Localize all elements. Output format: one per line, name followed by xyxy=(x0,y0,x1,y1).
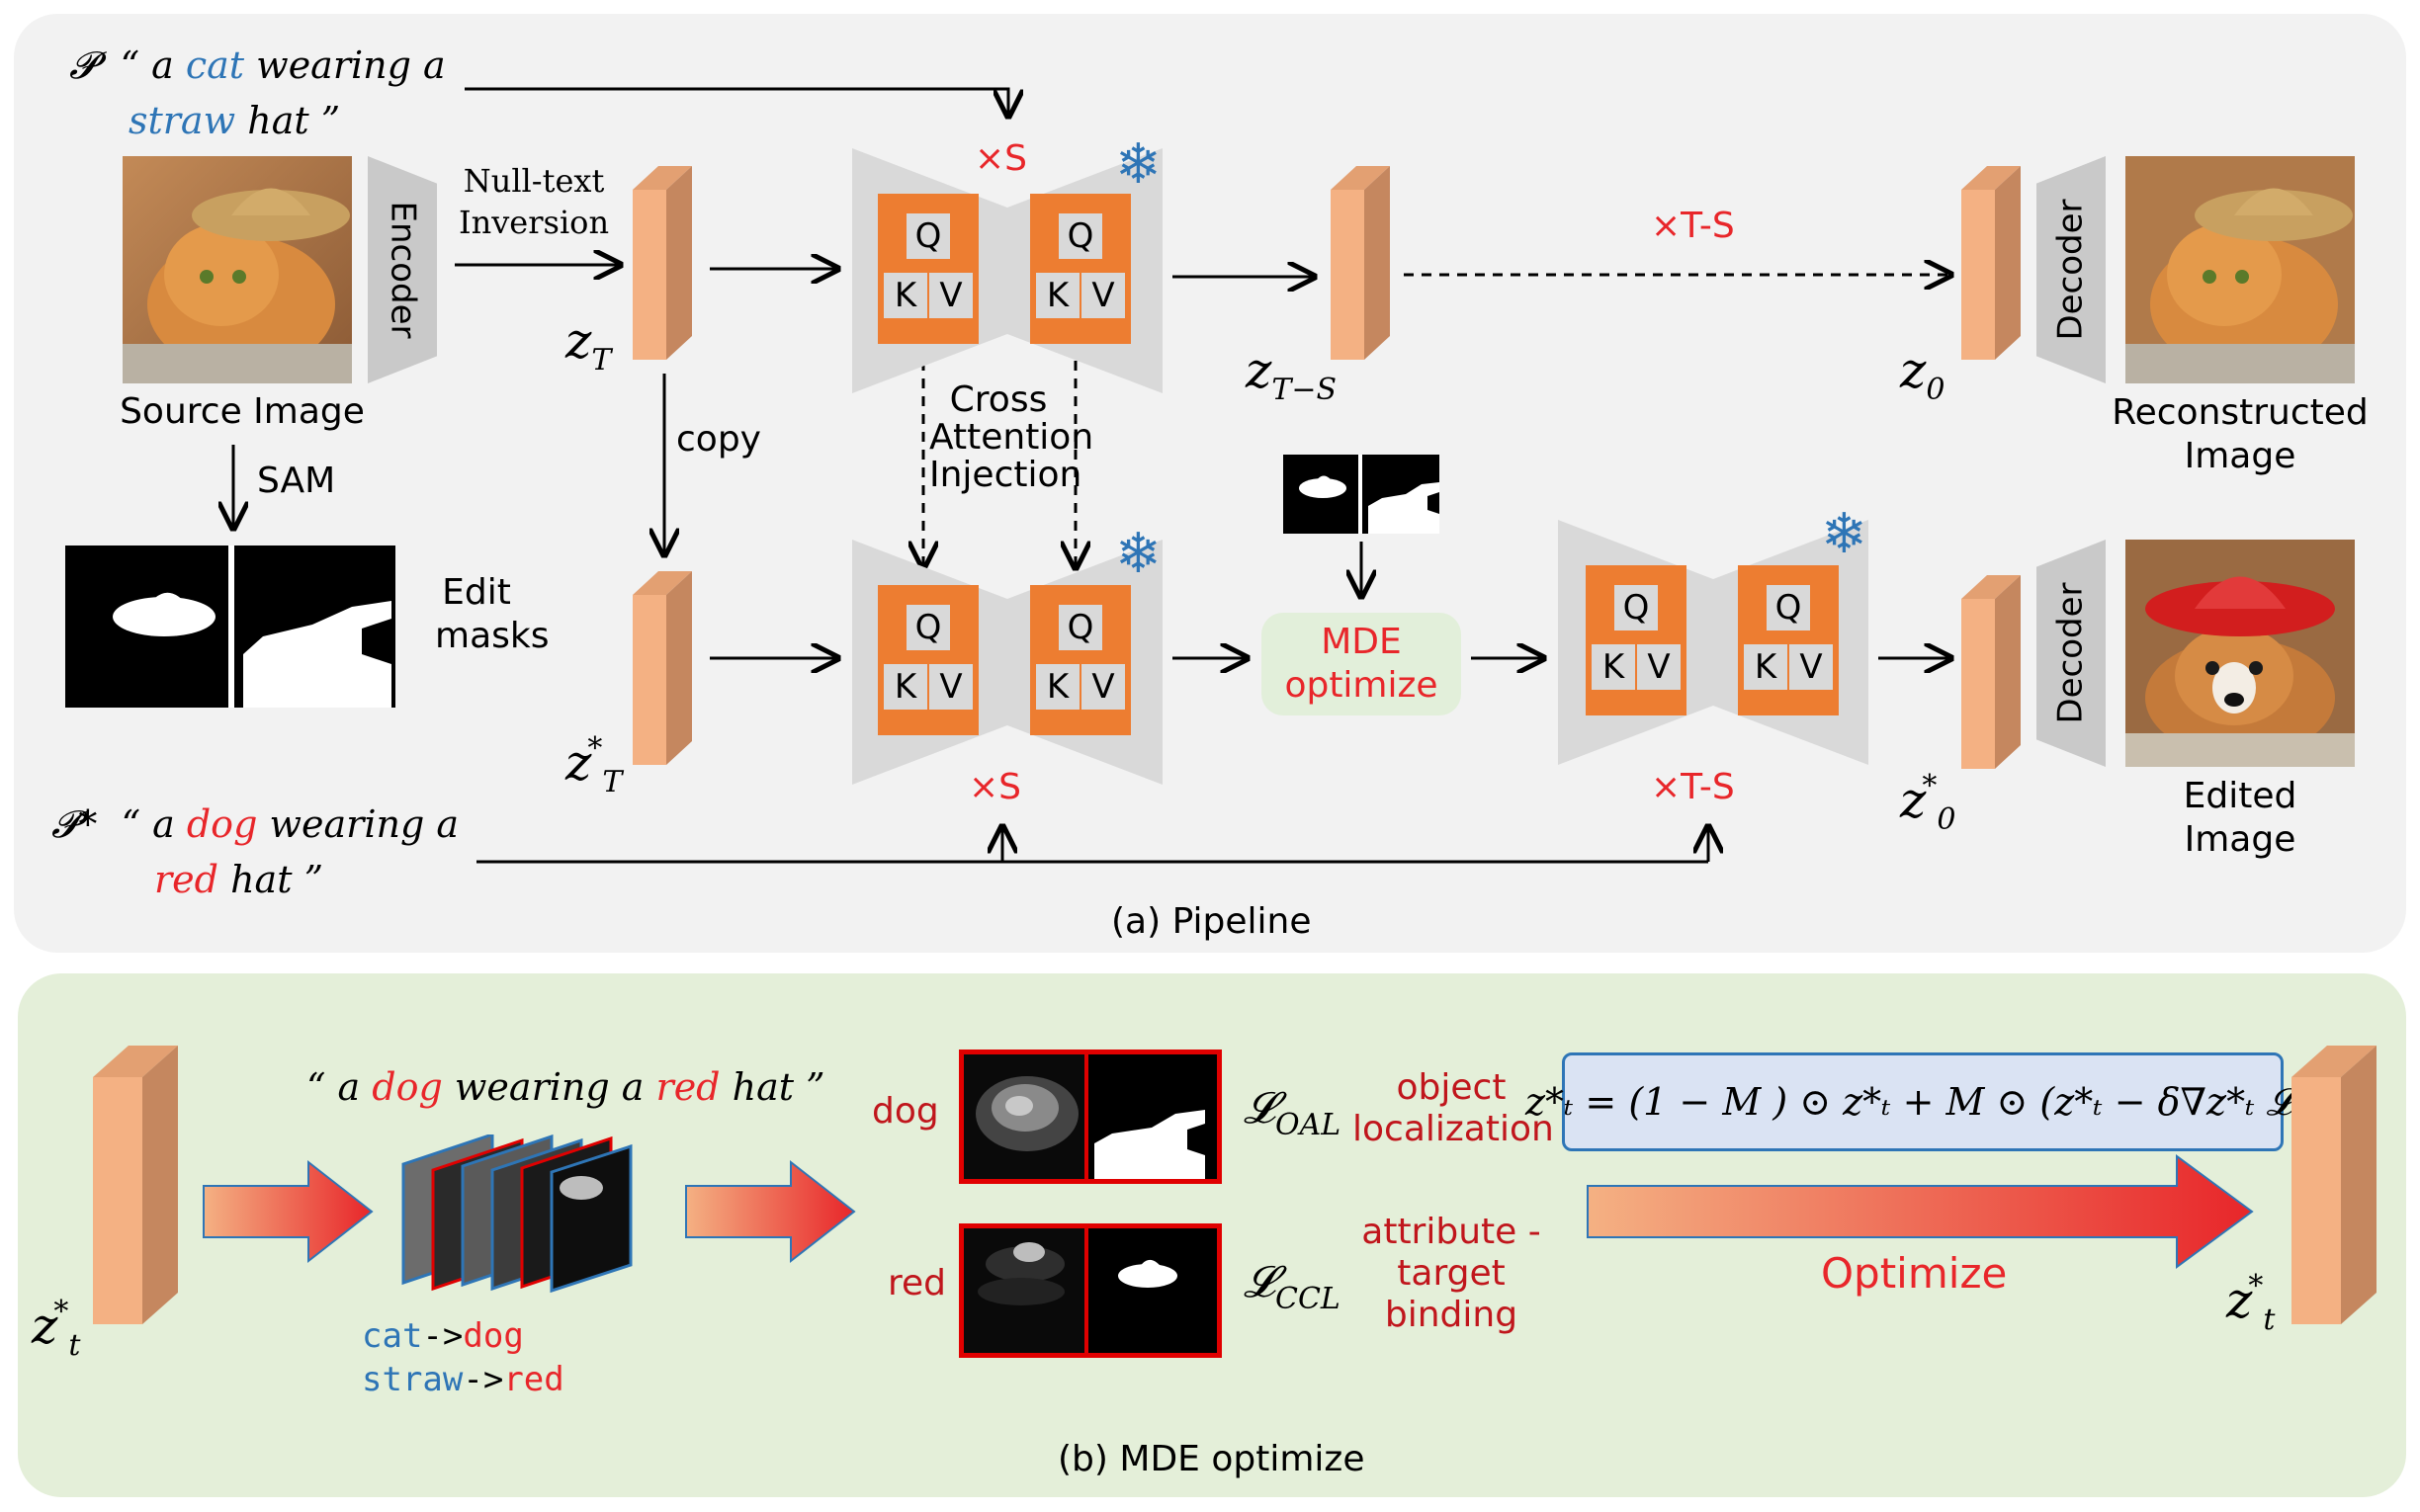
prompt-arrow xyxy=(465,87,1008,117)
mde-input-masks xyxy=(1283,455,1439,534)
edit-masks-label: Edit masks xyxy=(435,572,550,656)
edited-image-label: Edited Image xyxy=(2183,776,2297,860)
latent-zt-star-right-label: z*t xyxy=(2226,1269,2276,1337)
unet-top-left-block: Q K V xyxy=(878,194,979,344)
latent-z0-star-label: z*0 xyxy=(1900,769,1956,837)
optimize-label: Optimize xyxy=(1821,1249,2008,1298)
source-image xyxy=(123,156,352,383)
objective-object-localization: object localization xyxy=(1352,1067,1554,1149)
heatmap-dog xyxy=(959,1050,1222,1184)
times-s-bottom: ×S xyxy=(969,767,1022,807)
reconstructed-image xyxy=(2125,156,2355,383)
source-image-label: Source Image xyxy=(120,391,365,432)
copy-label: copy xyxy=(676,419,761,460)
times-ts-top: ×T-S xyxy=(1651,206,1735,246)
frozen-snowflake-icon-2: ❄ xyxy=(1115,522,1162,586)
pipeline-caption: (a) Pipeline xyxy=(1111,901,1312,942)
encoder: Encoder xyxy=(368,156,437,383)
unet-bottom-left-block: Q K V xyxy=(878,585,979,735)
reconstructed-image-label: Reconstructed Image xyxy=(2112,392,2369,476)
edited-image xyxy=(2125,540,2355,767)
times-s-top: ×S xyxy=(975,138,1028,179)
heatmap-red xyxy=(959,1223,1222,1358)
latent-z0-label: z0 xyxy=(1900,342,1945,407)
update-equation: z*ₜ = (1 − M ) ⊙ z*ₜ + M ⊙ (z*ₜ − δ∇z*ₜ … xyxy=(1525,1052,2320,1151)
loss-ccl: 𝓛CCL xyxy=(1244,1257,1340,1316)
mde-optimize-caption: (b) MDE optimize xyxy=(1058,1439,1365,1479)
decoder-bottom: Decoder xyxy=(2036,540,2106,767)
target-prompt: 𝓟* “ a dog wearing a red hat ” xyxy=(51,802,460,901)
flow-arrow-1 xyxy=(203,1159,374,1264)
objective-attribute-target-binding: attribute - target binding xyxy=(1361,1212,1541,1335)
latent-zT-label: zT xyxy=(565,312,612,378)
attention-map-stack xyxy=(401,1134,633,1294)
sam-label: SAM xyxy=(257,461,336,501)
edit-masks xyxy=(65,546,395,708)
loss-oal: 𝓛OAL xyxy=(1244,1083,1341,1142)
null-text-inversion-label: Null-text Inversion xyxy=(458,162,610,241)
unet-third-left-block: Q K V xyxy=(1586,565,1686,715)
latent-zt-star-left xyxy=(93,1046,178,1324)
latent-z0-star xyxy=(1961,575,2021,769)
unet-third-right-block: Q K V xyxy=(1738,565,1839,715)
latent-zT-star-label: z*T xyxy=(565,731,623,799)
frozen-snowflake-icon: ❄ xyxy=(1115,132,1162,197)
cross-attention-injection-label: Cross Attention Injection xyxy=(929,379,1094,495)
mde-optimize-box: MDE optimize xyxy=(1261,613,1461,715)
latent-zt-star-left-label: z*t xyxy=(32,1295,81,1363)
unet-top-right-block: Q K V xyxy=(1030,194,1131,344)
latent-zT-S xyxy=(1331,166,1390,360)
source-prompt: 𝓟 “ a cat wearing a straw hat ” xyxy=(69,43,446,142)
latent-z0 xyxy=(1961,166,2021,360)
latent-zT-S-label: zT−S xyxy=(1246,342,1338,407)
optimize-arrow xyxy=(1587,1154,2254,1269)
latent-zT-star xyxy=(633,571,692,765)
mde-prompt: “ a dog wearing a red hat ” xyxy=(306,1065,825,1109)
unet-bottom-right-block: Q K V xyxy=(1030,585,1131,735)
latent-zt-star-right xyxy=(2291,1046,2377,1324)
row-label-dog: dog xyxy=(872,1091,939,1132)
flow-arrow-2 xyxy=(685,1159,856,1264)
times-ts-bottom: ×T-S xyxy=(1651,767,1735,807)
latent-zT xyxy=(633,166,692,360)
decoder-top: Decoder xyxy=(2036,156,2106,383)
frozen-snowflake-icon-3: ❄ xyxy=(1821,502,1867,566)
row-label-red: red xyxy=(888,1263,947,1303)
token-mapping: cat->dog straw->red xyxy=(362,1316,564,1399)
